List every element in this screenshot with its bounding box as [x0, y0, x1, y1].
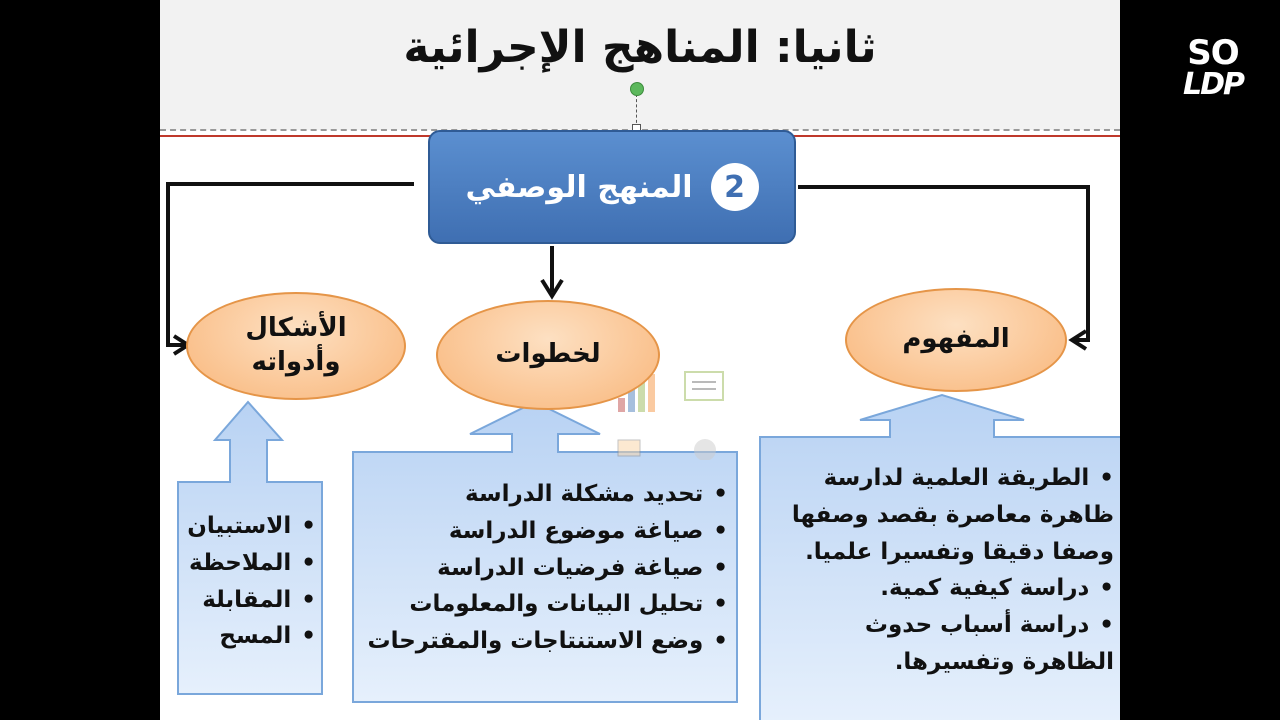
steps-list: تحديد مشكلة الدراسةصياغة موضوع الدراسةصي…: [360, 476, 728, 660]
rotation-handle[interactable]: [630, 82, 644, 96]
form-tool-item: الملاحظة: [184, 545, 316, 582]
concept-item: الطريقة العلمية لدارسة ظاهرة معاصرة بقصد…: [766, 460, 1114, 570]
step-item: تحليل البيانات والمعلومات: [360, 586, 728, 623]
forms-list: الاستبيانالملاحظةالمقابلةالمسح: [184, 508, 316, 655]
logo-line-1: SO: [1187, 33, 1239, 73]
node-concept-label: المفهوم: [902, 324, 1010, 355]
concept-item: دراسة أسباب حدوث الظاهرة وتفسيرها.: [766, 607, 1114, 681]
main-node-label: المنهج الوصفي: [465, 169, 693, 205]
slide: ثانيا: المناهج الإجرائية: [160, 0, 1120, 720]
main-node-descriptive-method[interactable]: 2 المنهج الوصفي: [428, 130, 796, 244]
channel-logo: SO LDP: [1178, 36, 1248, 100]
concept-item: دراسة كيفية كمية.: [766, 570, 1114, 607]
node-forms[interactable]: الأشكال وأدواته: [186, 292, 406, 400]
form-tool-item: المسح: [184, 618, 316, 655]
form-tool-item: الاستبيان: [184, 508, 316, 545]
step-item: صياغة موضوع الدراسة: [360, 513, 728, 550]
slide-title: ثانيا: المناهج الإجرائية: [403, 22, 877, 73]
arrowhead-right: [1068, 329, 1088, 351]
step-item: وضع الاستنتاجات والمقترحات: [360, 623, 728, 660]
node-concept[interactable]: المفهوم: [845, 288, 1067, 392]
node-steps[interactable]: لخطوات: [436, 300, 660, 410]
node-forms-label: الأشكال وأدواته: [245, 313, 347, 377]
rotation-handle-stem: [636, 94, 637, 128]
connector-right: [798, 185, 1090, 342]
concept-list: الطريقة العلمية لدارسة ظاهرة معاصرة بقصد…: [766, 460, 1114, 681]
title-band: [160, 0, 1120, 130]
logo-line-2: LDP: [1182, 67, 1245, 102]
node-steps-label: لخطوات: [495, 339, 601, 370]
placeholder-icons: [617, 371, 724, 460]
connector-left: [166, 182, 414, 347]
step-item: صياغة فرضيات الدراسة: [360, 550, 728, 587]
main-node-number: 2: [710, 163, 759, 211]
arrowhead-center: [540, 278, 564, 300]
step-item: تحديد مشكلة الدراسة: [360, 476, 728, 513]
form-tool-item: المقابلة: [184, 582, 316, 619]
